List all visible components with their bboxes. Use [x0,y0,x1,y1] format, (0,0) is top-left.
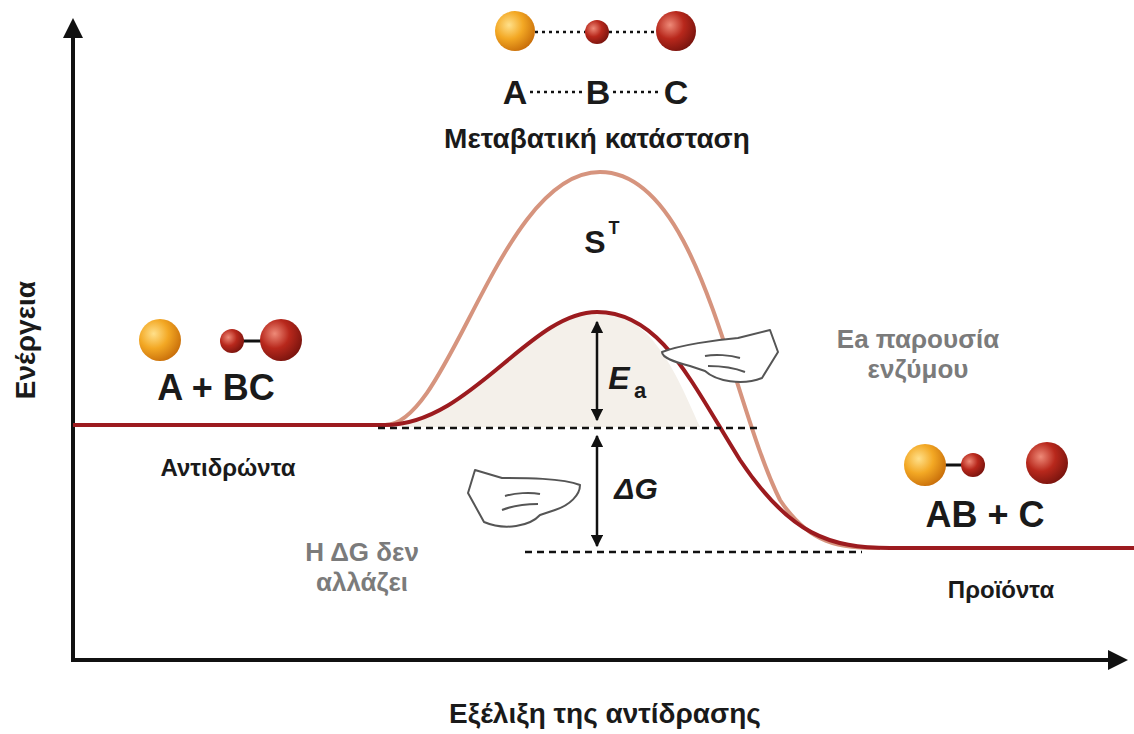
reactants-label: Αντιδρώντα [161,454,296,482]
ea-shade [385,312,700,427]
ea-symbol: E [608,360,629,397]
partial-bond-text [613,91,660,94]
x-axis [71,658,1124,662]
product-level [525,551,862,554]
atom-label: C [664,73,689,112]
state-superscript: T [609,218,620,239]
pointing-hand [468,470,580,527]
atom-a [495,11,535,51]
y-axis-label: Ενέργεια [10,281,42,399]
atom-b [220,329,244,353]
state-symbol: S [584,224,605,261]
x-axis-label: Εξέλιξη της αντίδρασης [449,698,761,730]
ea-note: Ea παρουσία ενζύμου [798,325,1038,385]
partial-bond [609,31,655,34]
products-formula: AB + C [925,494,1044,535]
partial-bond [535,31,585,34]
atom-b [961,453,985,477]
products-label: Προϊόντα [948,576,1054,604]
atom-label: A [503,73,528,112]
atom-c [1026,442,1068,484]
ea-arrow [596,322,599,420]
pointing-hand [662,330,778,382]
dg-arrow [596,436,599,546]
atom-b [585,20,609,44]
enzyme-curve [73,312,1134,548]
state-title: Μεταβατική κατάσταση [444,123,750,155]
atom-c [260,319,302,361]
partial-bond-text [530,91,584,94]
reactant-level [378,427,758,430]
atom-a [139,319,181,361]
reactants-formula: A + BC [157,367,275,408]
dg-note: Η ΔG δεν αλλάζει [262,538,462,598]
dg-symbol: ΔG [614,472,657,507]
atom-c [656,11,696,51]
y-axis [71,22,75,662]
uncatalysed-curve [385,172,880,548]
atom-a [904,444,946,486]
atom-label: B [586,73,611,112]
ea-subscript: a [634,378,646,403]
